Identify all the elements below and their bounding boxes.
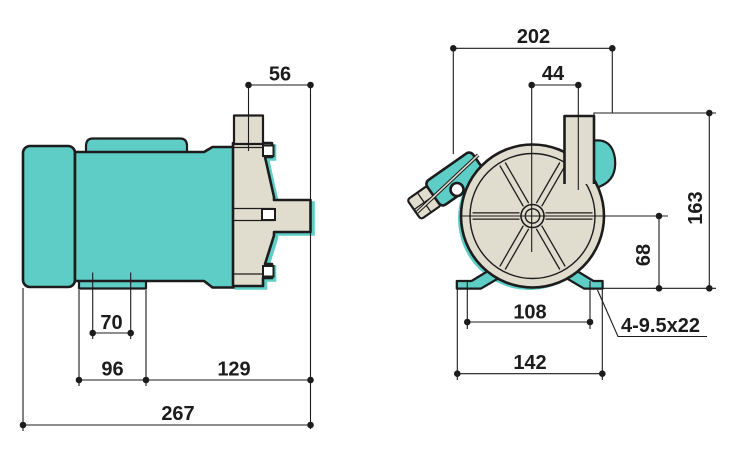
discharge-port-front: [563, 114, 596, 184]
motor-body-front: [590, 139, 617, 192]
pump-rib: [499, 162, 530, 207]
pump-rib: [472, 212, 520, 220]
cover-seam-rod-core: [416, 154, 479, 213]
motor-end-cap: [21, 144, 77, 289]
slot-note-leader: [596, 289, 707, 338]
front-view: [407, 114, 617, 290]
clamp-bolt-mid: [261, 208, 276, 221]
pump-rib: [535, 162, 566, 207]
dim-label-129: 129: [217, 359, 250, 381]
dim-label-267: 267: [161, 403, 194, 425]
discharge-port-front-fill: [564, 116, 594, 184]
cover-screw: [449, 181, 465, 198]
terminal-box-front: [407, 151, 487, 220]
dimension-lines: [22, 47, 716, 431]
pump-rib: [535, 225, 566, 270]
clamp-bolt-bottom: [262, 265, 275, 278]
dimension-dots: [19, 45, 713, 429]
pump-rib: [499, 225, 530, 270]
dim-label-96: 96: [101, 359, 123, 381]
motor-body-side: [73, 145, 238, 289]
dim-label-202: 202: [517, 26, 550, 48]
clamp-bolt-top: [262, 144, 275, 157]
side-view: [21, 114, 315, 290]
gland-line-v: [416, 192, 432, 213]
casing-ribs: [472, 162, 593, 270]
dim-label-56: 56: [269, 64, 291, 86]
pump-rib: [545, 212, 593, 220]
slot-note-label: 4-9.5x22: [621, 315, 700, 337]
dimension-labels: 56 70 96 129 267 202 44 163 68 108 142 4…: [100, 26, 707, 425]
dim-label-70: 70: [100, 312, 122, 334]
dim-label-44: 44: [542, 63, 565, 85]
ext-163-top: [593, 112, 716, 117]
dim-label-68: 68: [633, 244, 655, 266]
dim-label-108: 108: [513, 302, 546, 324]
dim-label-163: 163: [685, 191, 707, 224]
dim-label-142: 142: [513, 352, 546, 374]
terminal-box-side: [84, 137, 189, 155]
